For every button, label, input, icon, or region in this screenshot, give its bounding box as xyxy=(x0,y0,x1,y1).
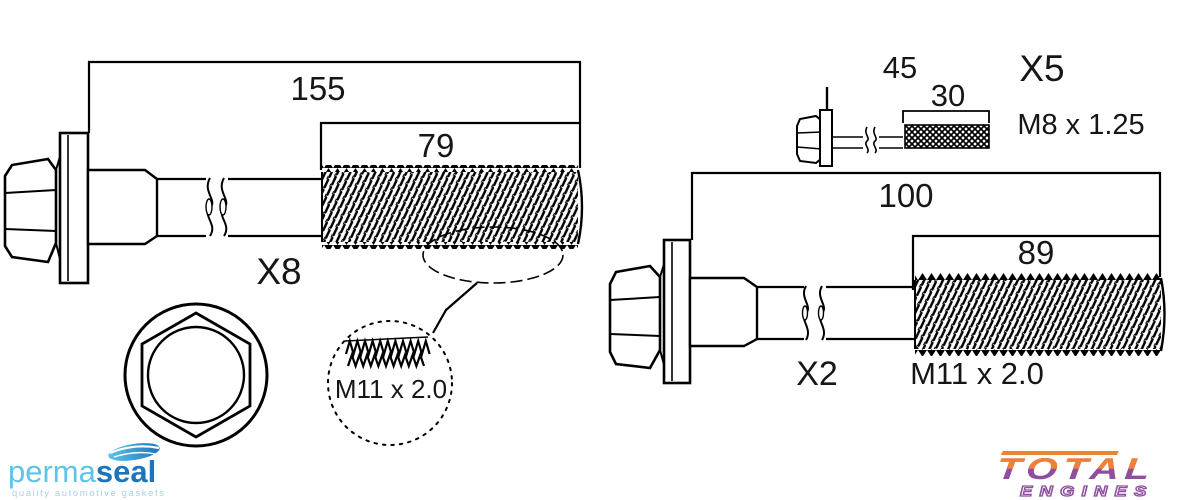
thread-detail-callout xyxy=(327,320,453,446)
permaseal-wordmark-light: perma xyxy=(8,454,96,489)
dim-30-label: 30 xyxy=(930,78,966,113)
dim-89-label: 89 xyxy=(1017,234,1055,271)
short-bolt-thread-spec-label: M11 x 2.0 xyxy=(910,356,1044,391)
permaseal-wordmark: permaseal xyxy=(8,456,156,487)
short-bolt-quantity-label: X2 xyxy=(796,355,838,393)
small-bolt-thread-spec-label: M8 x 1.25 xyxy=(1017,109,1145,141)
total-engines-subtitle: ENGINES xyxy=(1019,483,1154,500)
permaseal-logo: permaseal quality automotive gaskets xyxy=(6,443,196,500)
main-bolt-drawing xyxy=(3,60,584,334)
dim-100-bracket xyxy=(690,171,1162,277)
dim-100-label: 100 xyxy=(878,177,934,214)
small-bolt-drawing xyxy=(796,87,990,167)
main-bolt-thread-spec-label: M11 x 2.0 xyxy=(334,374,448,404)
main-bolt-quantity-label: X8 xyxy=(256,251,302,292)
permaseal-wordmark-bold: seal xyxy=(95,454,157,489)
dim-89-bracket xyxy=(911,234,1160,290)
dim-155-label: 155 xyxy=(290,70,346,107)
short-bolt-drawing xyxy=(608,171,1166,385)
dim-30-bracket xyxy=(902,110,990,123)
permaseal-swoosh-icon xyxy=(108,443,160,461)
dim-155-bracket xyxy=(87,60,582,168)
total-engines-logo: TOTAL TOTAL ENGINES xyxy=(990,447,1180,500)
dim-79-bracket xyxy=(319,121,580,170)
dim-79-label: 79 xyxy=(417,127,455,164)
thread-zoom-ellipse xyxy=(422,226,564,284)
permaseal-tagline: quality automotive gaskets xyxy=(12,488,166,499)
hex-head-top-view-icon xyxy=(123,302,269,448)
small-bolt-quantity-label: X5 xyxy=(1019,48,1065,89)
dim-45-label: 45 xyxy=(882,50,918,85)
callout-leader-line xyxy=(432,282,478,334)
